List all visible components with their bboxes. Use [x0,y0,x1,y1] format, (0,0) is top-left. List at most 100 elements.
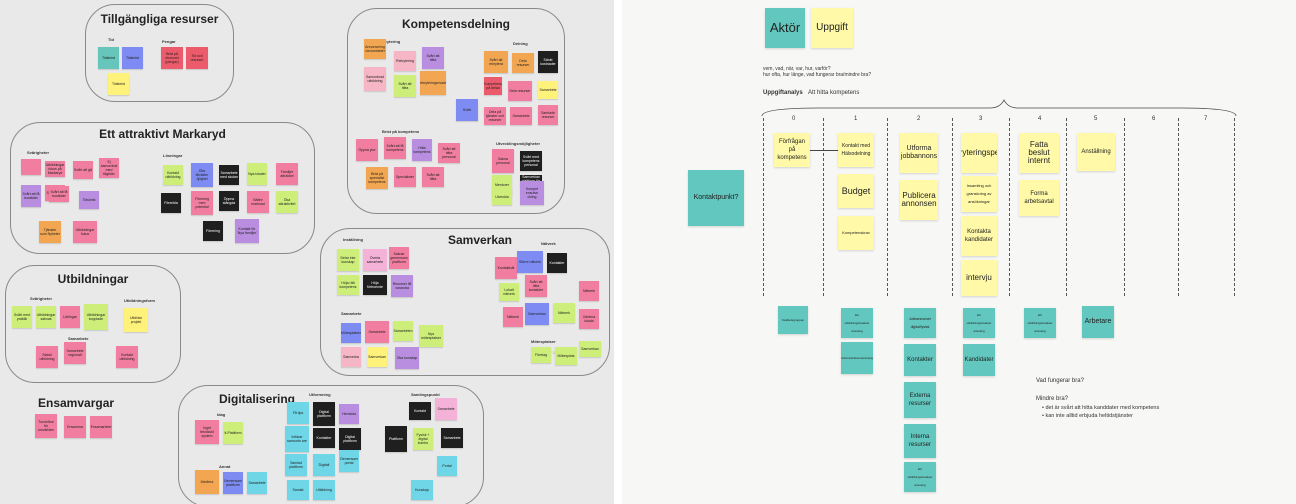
sticky-note[interactable]: Rekryteringsmodell [420,71,446,95]
sticky-note[interactable]: Mötesplatser [341,323,361,343]
sticky-note[interactable]: Svårt att hitta [394,75,416,97]
sticky-note[interactable]: Tidsbrist [98,47,119,69]
sticky-note[interactable]: Samordnad utbildning [364,67,386,91]
actor-note[interactable]: Ett utbildningsinsatser ansvarig [841,308,873,338]
sticky-note[interactable]: Höja förtroende [363,275,387,295]
sticky-note[interactable]: Tunnelbur för omvärlden [35,414,57,438]
sticky-note[interactable]: Förening med potential [191,191,213,215]
sticky-note[interactable]: Brist på specialist kompetens [366,167,388,189]
sticky-note[interactable]: Infobar samordn are [285,426,309,452]
sticky-note[interactable]: Höja rätt kompetens [337,275,359,295]
actor-note[interactable]: Interna resurser [904,424,936,458]
sticky-note[interactable]: Överta samarbete [363,249,387,271]
sticky-note[interactable]: Samarbete [441,428,463,448]
sticky-note[interactable]: Ensamarbete [90,416,112,438]
sticky-note[interactable]: Delar inte kunskap [337,249,359,271]
sticky-note[interactable]: Inget teknikskt system [195,420,219,444]
task-analysis-board[interactable]: Aktör Uppgift vem, vad, när, var, hur, v… [622,0,1296,504]
sticky-note[interactable]: Utbildningar saknas [36,306,56,328]
sticky-note[interactable]: Svårt med praktik [12,306,32,328]
sticky-note[interactable]: Samarbete [365,321,389,343]
task-note[interactable]: Budget [838,174,874,208]
sticky-note[interactable]: Portal [437,456,457,476]
sticky-note[interactable]: Samarbete [435,398,457,420]
legend-uppgift[interactable]: Uppgift [811,8,853,48]
sticky-note[interactable]: Svårt att få bostäder [49,186,69,202]
sticky-note[interactable]: Samarbete [538,81,558,99]
sticky-note[interactable]: Kontakt [409,402,431,420]
sticky-note[interactable]: Lokalt nätverk [499,283,519,301]
task-note[interactable]: Insamling och granskning av ansökningar [961,176,997,212]
sticky-note[interactable]: Kontakt för 'Nya familjer' [235,219,259,243]
sticky-note[interactable]: Tjänster som Nyheter [39,221,61,243]
sticky-note[interactable]: Utbildning [313,480,335,500]
sticky-note[interactable]: Svårt att rekrytera [484,51,508,73]
sticky-note[interactable]: Företag [531,347,551,363]
sticky-note[interactable]: Samverka [341,347,361,367]
sticky-note[interactable]: Nya lokaler [247,163,267,185]
sticky-note[interactable]: Ej samordnat med tågtider [99,158,119,178]
sticky-note[interactable]: Kontakt utbildning [116,346,138,368]
sticky-note[interactable]: Dela resurser [508,81,532,101]
sticky-note[interactable]: Värdera lokala [579,309,599,329]
sticky-note[interactable]: Svårt att få kompetens [384,137,406,159]
sticky-note[interactable]: Kontaktnät [495,257,517,279]
actor-note[interactable]: Administrationsansvarig [841,342,873,374]
sticky-note[interactable]: Familjer attraktivt [276,163,298,185]
sticky-note[interactable]: Dela på tjänster och resurser [484,107,506,125]
sticky-note[interactable]: Förening [203,221,223,241]
actor-note[interactable]: Ett utbildningsinsatser ansvarig [963,308,995,338]
sticky-note[interactable]: Samlad plattform [285,454,307,476]
sticky-note[interactable]: Förenkla [161,193,181,213]
sticky-note[interactable]: Digitalt [313,454,335,476]
sticky-note[interactable]: Nya mötesplatser [419,325,443,347]
sticky-note[interactable]: Kontakt utbildning [163,165,183,185]
actor-note[interactable]: Ett utbildningsinsatser ansvarig [904,462,936,492]
sticky-note[interactable]: Öppna ytor [356,139,378,161]
sticky-note[interactable]: Fysisk + digital kombo [413,428,433,450]
sticky-note[interactable]: Utbildningar kopplade [84,304,108,330]
sticky-note[interactable]: Svårt att hitta [422,47,444,69]
sticky-note[interactable]: Svårt att få bostäder [21,185,41,207]
cluster-kompetensdelning[interactable]: Kompetensdelning Rekrytering Delning Bri… [347,8,565,214]
task-note[interactable]: Rekryteringsperiod [961,133,997,173]
sticky-note[interactable]: Utveckla [492,189,512,205]
task-note[interactable]: Anställning [1077,133,1115,171]
task-note[interactable]: Utforma jobbannons [900,133,938,173]
sticky-note[interactable]: Statsli utbildning [36,346,58,368]
sticky-note[interactable]: Hemsida [339,404,359,424]
sticky-note[interactable]: Bättre marknad [247,191,269,213]
sticky-note[interactable]: Nätverk [553,303,575,323]
sticky-note[interactable]: Annonsering via kontakter [364,39,386,59]
actor-note[interactable]: Kvalitetsgruppen [778,306,808,334]
sticky-note[interactable]: Lärlingar [60,306,80,328]
sticky-note[interactable]: Svårt att gå [73,161,93,179]
task-note[interactable]: Kontakt med Hälsodelning [838,133,874,167]
sticky-note[interactable]: Nätverk [503,307,523,327]
sticky-note[interactable]: Utbildningar fokus på Markaryd [45,161,65,177]
task-note[interactable]: intervju [961,260,997,296]
task-note[interactable]: Kontakta kandidater [961,216,997,256]
sticky-note[interactable]: Plattform [385,426,407,452]
sticky-note[interactable]: Kunskap [411,480,433,500]
sticky-note[interactable]: Ensamma [64,416,86,438]
task-note[interactable]: Publicera annonsen [900,180,938,220]
sticky-note[interactable]: Gemensam portal [339,450,359,472]
sticky-note[interactable]: Svårt att hitta kontakter [525,275,547,297]
legend-aktor[interactable]: Aktör [765,8,805,48]
sticky-note[interactable] [21,159,41,175]
sticky-note[interactable]: Hitta kompetens [412,139,432,161]
sticky-note[interactable]: Samarbete [510,107,532,125]
sticky-note[interactable]: Öka kunskap [395,347,419,369]
sticky-note[interactable]: Kontakter [547,253,567,273]
task-note[interactable]: Förfrågan på kompetens [774,133,810,167]
sticky-note[interactable]: Samverkan [367,347,387,367]
cluster-attraktivt[interactable]: Ett attraktivt Markaryd Svårigheter Lösn… [10,122,315,254]
sticky-note[interactable]: Öka attraktivitet [276,191,298,213]
sticky-note[interactable]: Brist på ekonomi (pengar) [161,47,183,69]
sticky-note[interactable]: Samarbete [247,472,267,494]
sticky-note[interactable]: Öka tillväxtm öjlighet [191,163,213,187]
sticky-note[interactable]: Svårt att hitta [422,167,444,187]
sticky-note[interactable]: Samarbete regionalt [64,342,86,364]
sticky-note[interactable]: Få tips [287,402,309,424]
